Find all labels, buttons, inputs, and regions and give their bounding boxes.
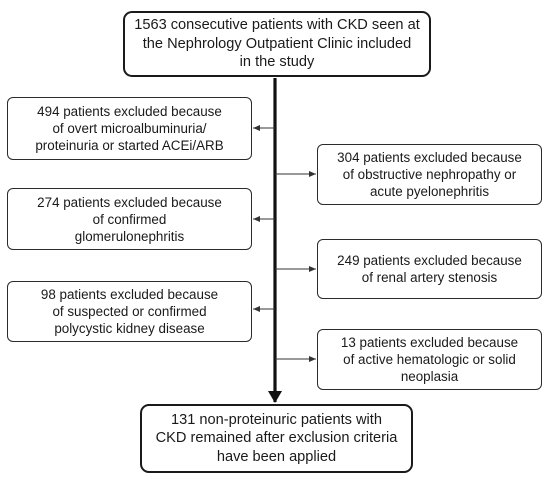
exclusion-box-line: proteinuria or started ACEi/ARB (35, 138, 224, 153)
start-box: 1563 consecutive patients with CKD seen … (123, 11, 431, 77)
start-box-line: 1563 consecutive patients with CKD seen … (134, 17, 420, 34)
exclusion-box-right-2: 249 patients excluded because of renal a… (317, 239, 542, 299)
exclusion-box-line: 494 patients excluded because (37, 104, 222, 119)
exclusion-box-left-1: 494 patients excluded because of overt m… (7, 97, 252, 160)
start-box-line: the Nephrology Outpatient Clinic include… (142, 35, 412, 52)
exclusion-box-line: polycystic kidney disease (54, 321, 205, 336)
exclusion-box-line: neoplasia (400, 369, 459, 384)
result-box-line: have been applied (216, 448, 337, 465)
result-box: 131 non-proteinuric patients with CKD re… (140, 404, 413, 473)
exclusion-box-line: of suspected or confirmed (52, 304, 207, 319)
exclusion-box-line: of confirmed (92, 211, 167, 227)
result-box-line: CKD remained after exclusion criteria (155, 430, 398, 447)
exclusion-box-line: of overt microalbuminuria/ (52, 121, 207, 136)
exclusion-box-line: 304 patients excluded because (337, 150, 522, 165)
start-box-line: in the study (239, 54, 315, 71)
exclusion-box-line: 274 patients excluded because (37, 194, 222, 210)
exclusion-box-right-1: 304 patients excluded because of obstruc… (317, 144, 542, 205)
exclusion-box-line: of renal artery stenosis (361, 270, 498, 285)
exclusion-box-line: 249 patients excluded because (337, 253, 522, 268)
exclusion-box-right-3: 13 patients excluded because of active h… (317, 329, 542, 390)
exclusion-box-line: glomerulonephritis (74, 228, 185, 244)
exclusion-box-line: 13 patients excluded because (340, 335, 519, 350)
exclusion-box-line: of active hematologic or solid (343, 352, 516, 367)
exclusion-box-left-2: 274 patients excluded because of confirm… (7, 188, 252, 250)
result-box-line: 131 non-proteinuric patients with (171, 411, 382, 428)
exclusion-box-line: of obstructive nephropathy or (342, 167, 517, 182)
exclusion-box-left-3: 98 patients excluded because of suspecte… (7, 281, 252, 342)
exclusion-box-line: 98 patients excluded because (40, 287, 219, 302)
exclusion-box-line: acute pyelonephritis (369, 184, 490, 199)
